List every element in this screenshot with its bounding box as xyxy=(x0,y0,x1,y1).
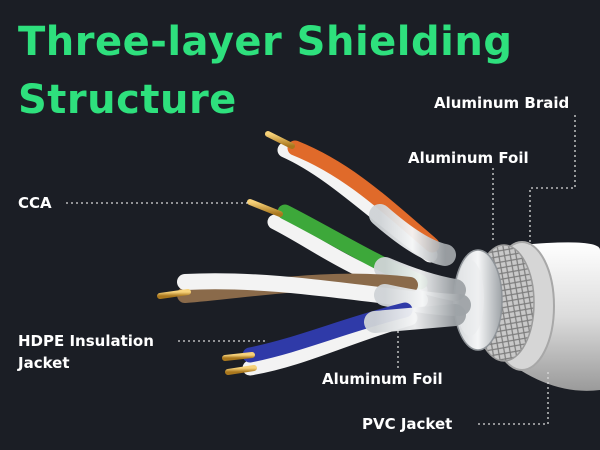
label-aluminum-foil-top: Aluminum Foil xyxy=(408,149,529,167)
label-pvc-jacket: PVC Jacket xyxy=(362,415,453,433)
aluminum-foil-outer-shape xyxy=(453,249,503,351)
label-hdpe-line-2: Jacket xyxy=(18,354,70,372)
label-cca: CCA xyxy=(18,194,52,212)
label-hdpe-line-1: HDPE Insulation xyxy=(18,332,154,350)
title-line-2: Structure xyxy=(18,77,237,123)
label-aluminum-braid: Aluminum Braid xyxy=(434,94,570,112)
blue-wire-pair xyxy=(222,302,466,376)
brown-wire-pair xyxy=(157,273,471,316)
leader-pvc-jacket xyxy=(478,372,549,425)
leader-lines xyxy=(66,115,576,425)
label-aluminum-foil-bottom: Aluminum Foil xyxy=(322,370,443,388)
orange-wire-pair xyxy=(265,131,456,266)
leader-aluminum-braid xyxy=(529,115,576,250)
title-line-1: Three-layer Shielding xyxy=(18,19,513,65)
